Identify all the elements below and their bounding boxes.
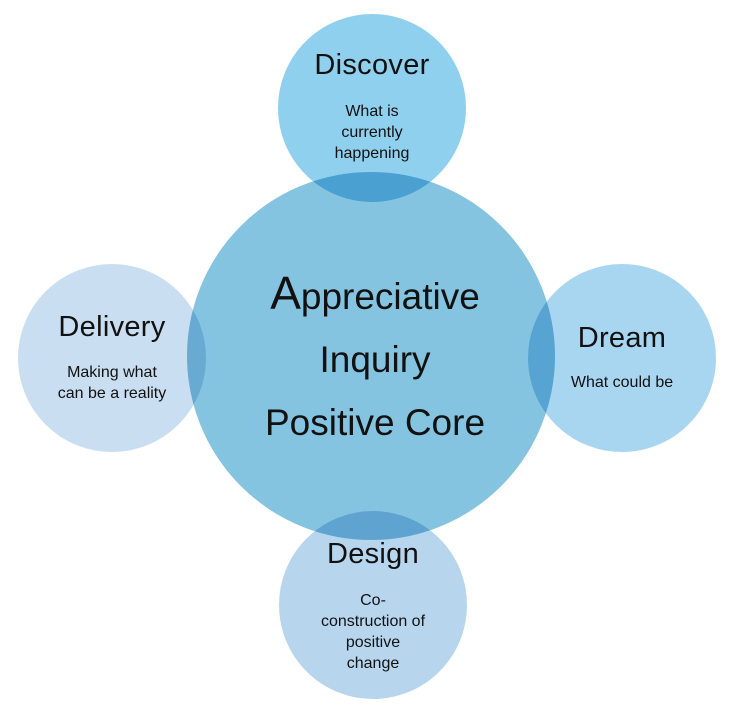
- design-description: Co- construction of positive change: [277, 590, 469, 674]
- delivery-description-line: can be a reality: [57, 385, 167, 402]
- delivery-title: Delivery: [58, 311, 166, 343]
- discover-description-line: currently: [341, 124, 403, 141]
- discover-description: What is currently happening: [276, 101, 468, 164]
- design-title: Design: [326, 538, 420, 570]
- core-circle: [185, 170, 557, 542]
- core-line-2: Inquiry: [319, 339, 431, 380]
- discover-description-line: What is: [345, 103, 399, 120]
- dream-title: Dream: [577, 322, 667, 354]
- dream-description-line: What could be: [570, 374, 674, 391]
- design-circle: [277, 509, 469, 701]
- delivery-circle: [16, 262, 208, 454]
- dream-description: What could be: [526, 372, 718, 393]
- discover-circle: [276, 12, 468, 204]
- design-description-line: positive: [345, 634, 401, 651]
- delivery-description: Making what can be a reality: [16, 362, 208, 404]
- delivery-description-line: Making what: [67, 364, 157, 381]
- core-line-1-initial: A: [270, 267, 301, 319]
- design-description-line: change: [346, 655, 400, 672]
- dream-circle: [526, 262, 718, 454]
- core-line-1: Appreciative: [205, 262, 545, 328]
- core-line-3: Positive Core: [264, 402, 486, 443]
- core-line-1-rest: ppreciative: [300, 276, 480, 317]
- core-label: Appreciative Inquiry Positive Core: [205, 262, 545, 454]
- discover-title: Discover: [314, 49, 430, 81]
- design-description-line: construction of: [320, 613, 426, 630]
- design-description-line: Co-: [360, 592, 386, 609]
- discover-description-line: happening: [334, 145, 410, 162]
